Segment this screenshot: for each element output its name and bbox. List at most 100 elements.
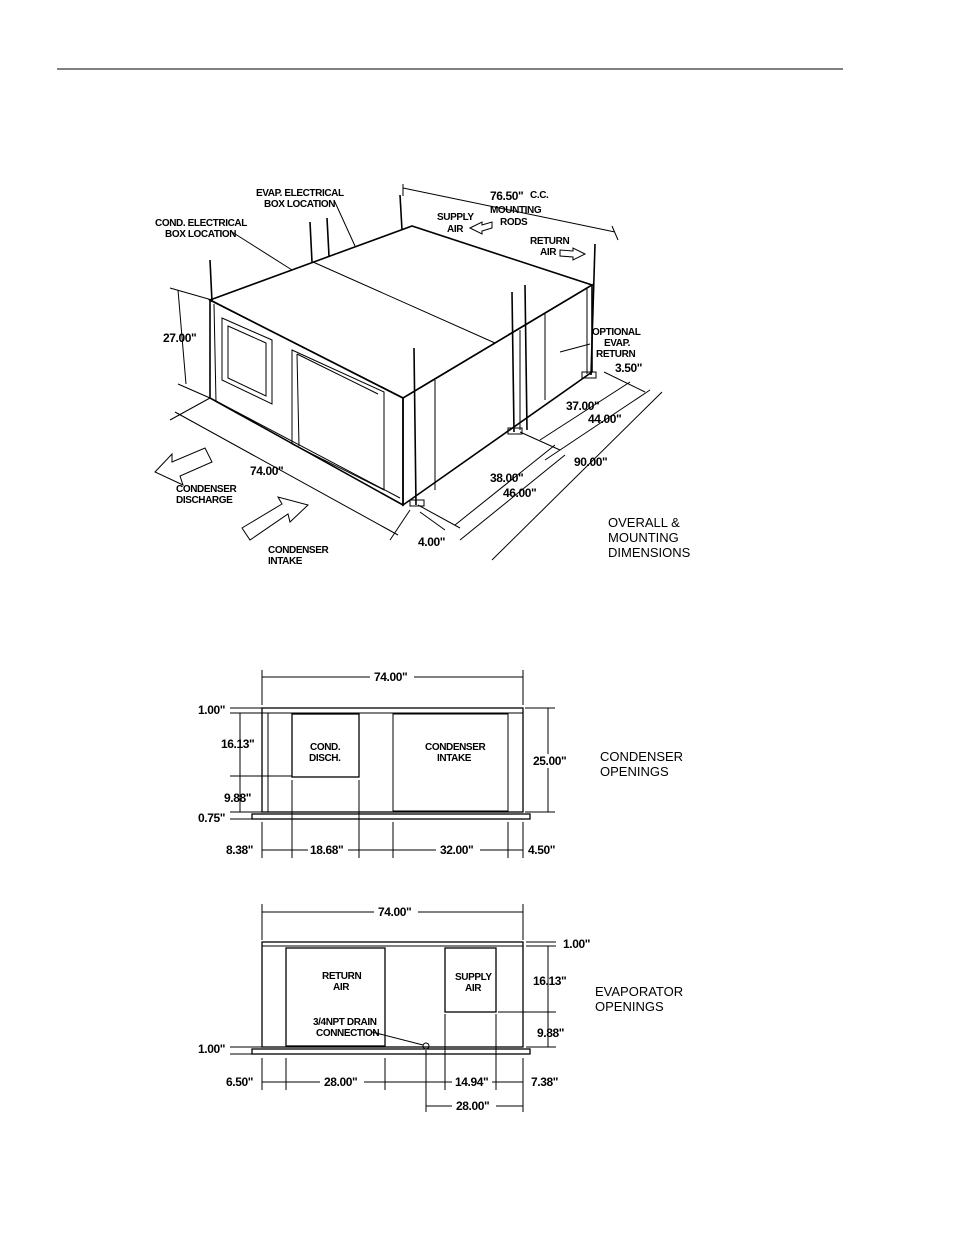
dim-line-cc bbox=[402, 187, 616, 233]
rod-foot bbox=[507, 427, 523, 435]
drain-connection-icon bbox=[422, 1042, 430, 1050]
dim-line-3800 bbox=[454, 444, 556, 526]
cond-discharge-opening bbox=[291, 713, 360, 778]
dim-3800: 38.00" bbox=[490, 471, 523, 485]
length-dim: 74.00" bbox=[250, 464, 283, 478]
return-air-label: AIR bbox=[540, 247, 557, 258]
cond-base-rail bbox=[251, 813, 531, 820]
evap-dim-1613: 16.13" bbox=[533, 974, 566, 988]
evaporator-openings-view: 74.00" RETURN AIR SUPPLY AIR 3/4NPT DRAI… bbox=[198, 904, 683, 1113]
supply-air-arrow-icon bbox=[468, 221, 493, 235]
mounting-rod bbox=[326, 217, 330, 257]
cond-dim-838: 8.38" bbox=[226, 843, 253, 857]
mounting-rod bbox=[511, 291, 515, 433]
leader bbox=[559, 343, 591, 353]
leader bbox=[333, 199, 356, 247]
condenser-openings-view: 74.00" COND. DISCH. CONDENSER INTAKE 1.0… bbox=[198, 670, 683, 858]
left-face-bottom-edge bbox=[213, 399, 401, 499]
evap-width-dim: 74.00" bbox=[378, 905, 411, 919]
dim-ext bbox=[169, 287, 213, 301]
dim-400: 4.00" bbox=[418, 535, 445, 549]
cond-dim-1613: 16.13" bbox=[221, 737, 254, 751]
evap-dim-1494: 14.94" bbox=[455, 1075, 488, 1089]
optional-return-label: EVAP. bbox=[604, 338, 631, 349]
cond-title: CONDENSER bbox=[600, 749, 683, 764]
evap-dim-2800-b: 28.00" bbox=[456, 1099, 489, 1113]
rod-foot bbox=[409, 499, 425, 507]
condenser-intake-arrow-icon bbox=[241, 496, 309, 541]
dim-line-height bbox=[177, 289, 187, 385]
evap-box-label: BOX LOCATION bbox=[264, 199, 335, 210]
cond-dim-2500: 25.00" bbox=[533, 754, 566, 768]
supply-air-label: AIR bbox=[447, 224, 464, 235]
return-air-label: RETURN bbox=[530, 236, 569, 247]
evap-supply-label: AIR bbox=[465, 983, 482, 994]
cond-box-label: COND. ELECTRICAL bbox=[155, 218, 247, 229]
evap-dim-988: 9.88" bbox=[537, 1026, 564, 1040]
dim-ext bbox=[519, 431, 561, 451]
top-seam bbox=[312, 261, 496, 344]
cond-intake-label: CONDENSER bbox=[268, 545, 329, 556]
dim-ext bbox=[389, 509, 411, 541]
optional-return-label: RETURN bbox=[596, 349, 635, 360]
dim-ext bbox=[417, 504, 461, 529]
iso-title: DIMENSIONS bbox=[608, 545, 691, 560]
height-dim: 27.00" bbox=[163, 331, 196, 345]
dim-line bbox=[603, 371, 646, 393]
cond-width-dim: 74.00" bbox=[374, 670, 407, 684]
optional-return-label: OPTIONAL bbox=[592, 327, 641, 338]
iso-title: MOUNTING bbox=[608, 530, 679, 545]
evap-return-label: AIR bbox=[333, 982, 350, 993]
cond-intake-panel-edge bbox=[296, 353, 300, 447]
cond-box-label: BOX LOCATION bbox=[165, 229, 236, 240]
cond-dim-100: 1.00" bbox=[198, 703, 225, 717]
dim-line-4400 bbox=[544, 389, 651, 461]
iso-title: OVERALL & bbox=[608, 515, 680, 530]
evap-supply-opening bbox=[444, 947, 497, 1013]
cond-dim-3200: 32.00" bbox=[440, 843, 473, 857]
evap-dim-100-left: 1.00" bbox=[198, 1042, 225, 1056]
evap-box-label: EVAP. ELECTRICAL bbox=[256, 188, 344, 199]
dim-line bbox=[419, 511, 446, 531]
supply-air-label: SUPPLY bbox=[437, 212, 474, 223]
mounting-rod bbox=[209, 259, 213, 303]
leader bbox=[231, 231, 293, 271]
dim-350: 3.50" bbox=[615, 361, 642, 375]
cond-disch-label: COND. bbox=[310, 742, 341, 753]
return-air-arrow-icon bbox=[559, 247, 587, 261]
mounting-rod bbox=[590, 243, 596, 376]
evap-title: OPENINGS bbox=[595, 999, 664, 1014]
evap-dim-650: 6.50" bbox=[226, 1075, 253, 1089]
evap-return-opening bbox=[285, 947, 386, 1047]
cond-dim-450: 4.50" bbox=[528, 843, 555, 857]
cond-discharge-label: CONDENSER bbox=[176, 484, 237, 495]
cond-intake-label: INTAKE bbox=[437, 753, 472, 764]
cc-dim-text: 76.50" bbox=[490, 189, 523, 203]
drain-label: CONNECTION bbox=[316, 1028, 379, 1039]
dim-4400: 44.00" bbox=[588, 412, 621, 426]
mounting-rod bbox=[309, 221, 313, 263]
cond-title: OPENINGS bbox=[600, 764, 669, 779]
mounting-rod bbox=[399, 194, 403, 231]
isometric-view: 76.50" C.C. MOUNTING RODS SUPPLY AIR RET… bbox=[154, 184, 691, 567]
evap-dim-2800: 28.00" bbox=[324, 1075, 357, 1089]
evap-dim-100-right: 1.00" bbox=[563, 937, 590, 951]
evap-title: EVAPORATOR bbox=[595, 984, 683, 999]
evap-base-rail bbox=[251, 1048, 531, 1055]
dim-line-9000 bbox=[491, 391, 663, 561]
dim-3700: 37.00" bbox=[566, 399, 599, 413]
rod-foot bbox=[581, 371, 597, 379]
cond-discharge-window-inner bbox=[227, 325, 267, 397]
dim-ext bbox=[611, 225, 619, 241]
cc-label: C.C. bbox=[530, 190, 549, 201]
cond-dim-075: 0.75" bbox=[198, 811, 225, 825]
cc-label: RODS bbox=[500, 217, 528, 228]
cond-dim-1868: 18.68" bbox=[310, 843, 343, 857]
dim-ext bbox=[169, 397, 211, 421]
dim-9000: 90.00" bbox=[574, 455, 607, 469]
cc-label: MOUNTING bbox=[490, 205, 542, 216]
dim-line-length bbox=[174, 411, 399, 536]
dim-line-4600 bbox=[459, 454, 566, 541]
unit-top-face bbox=[207, 225, 594, 399]
